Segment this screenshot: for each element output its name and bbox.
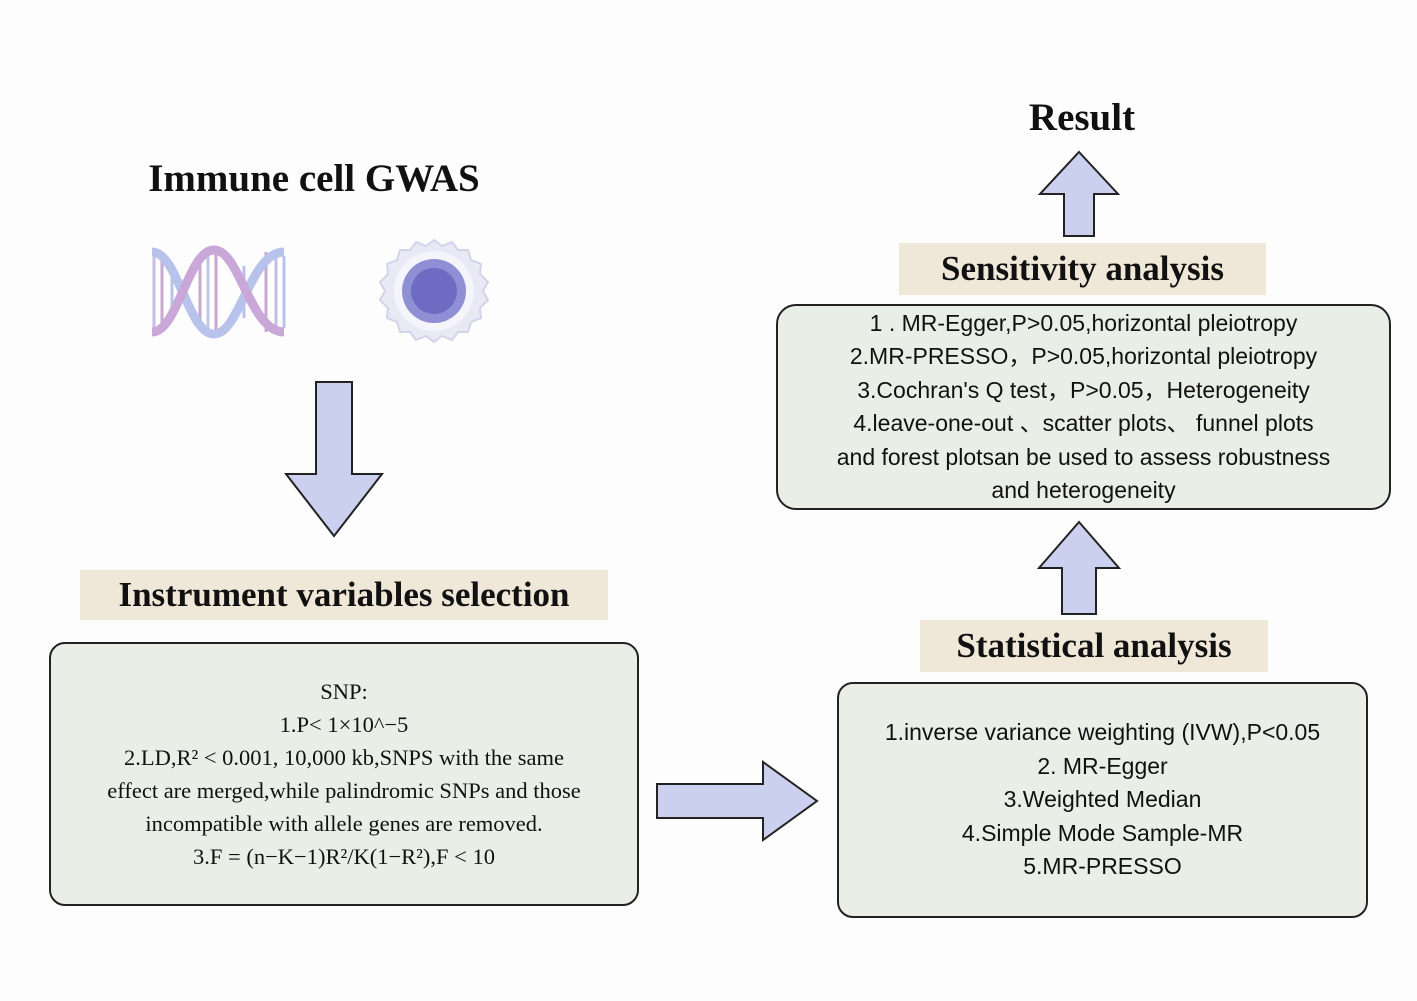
statistical-line: 4.Simple Mode Sample-MR (961, 819, 1244, 846)
down-arrow (283, 381, 385, 538)
sensitivity-line: 4.leave-one-out 、scatter plots、 funnel p… (853, 410, 1314, 436)
result-title: Result (1028, 96, 1136, 139)
sensitivity-box: 1 . MR-Egger,P>0.05,horizontal pleiotrop… (776, 304, 1391, 510)
sensitivity-line: and forest plotsan be used to assess rob… (836, 443, 1331, 470)
instrument-title: Instrument variables selection (80, 570, 608, 620)
instrument-line: incompatible with allele genes are remov… (145, 811, 543, 836)
sensitivity-line: and heterogeneity (991, 477, 1176, 503)
instrument-line: 2.LD,R² < 0.001, 10,000 kb,SNPS with the… (123, 745, 565, 770)
statistical-line: 3.Weighted Median (1003, 786, 1202, 813)
up-arrow (1037, 150, 1121, 237)
instrument-line: 3.F = (n−K−1)R²/K(1−R²),F < 10 (193, 844, 495, 869)
gwas-title: Immune cell GWAS (148, 157, 480, 200)
statistical-line: 5.MR-PRESSO (1023, 853, 1182, 880)
instrument-line: SNP: (320, 679, 368, 704)
sensitivity-line: 3.Cochran's Q test，P>0.05，Heterogeneity (857, 376, 1310, 403)
immune-cell-icon (378, 238, 490, 344)
right-arrow (656, 760, 819, 842)
sensitivity-line: 2.MR-PRESSO，P>0.05,horizontal pleiotropy (849, 343, 1318, 369)
instrument-line: 1.P< 1×10^−5 (279, 712, 409, 737)
statistical-line: 1.inverse variance weighting (IVW),P<0.0… (884, 719, 1321, 746)
dna-icon (150, 245, 286, 339)
statistical-title: Statistical analysis (920, 620, 1268, 672)
instrument-box: SNP: 1.P< 1×10^−5 2.LD,R² < 0.001, 10,00… (49, 642, 639, 906)
sensitivity-line: 1 . MR-Egger,P>0.05,horizontal pleiotrop… (869, 309, 1298, 336)
up-arrow (1036, 520, 1122, 615)
statistical-box: 1.inverse variance weighting (IVW),P<0.0… (837, 682, 1368, 918)
statistical-line: 2. MR-Egger (1037, 752, 1168, 779)
instrument-line: effect are merged,while palindromic SNPs… (107, 778, 581, 803)
sensitivity-title: Sensitivity analysis (899, 243, 1266, 295)
